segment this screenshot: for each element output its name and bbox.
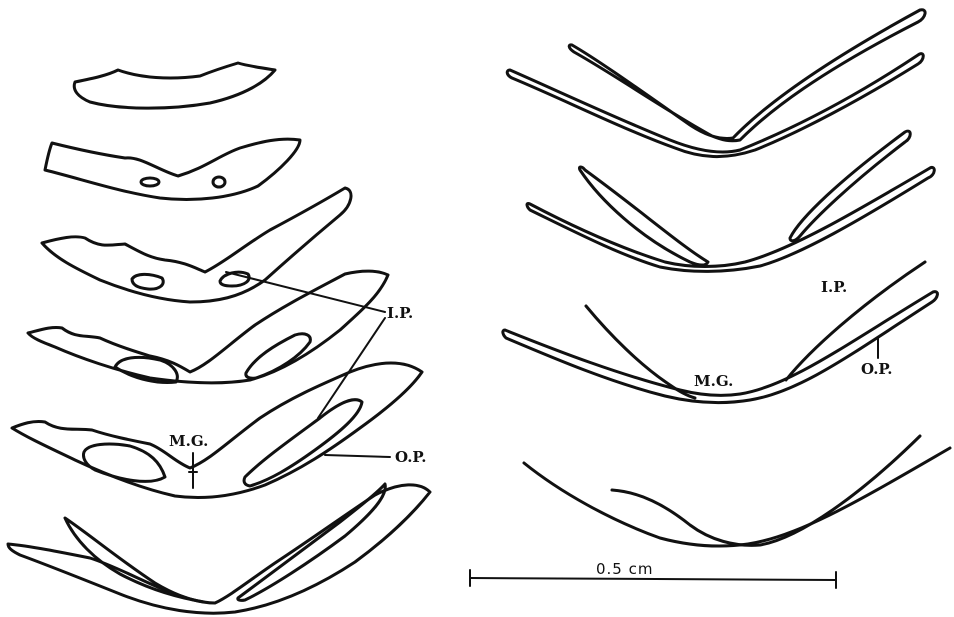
left-section-3	[42, 188, 351, 302]
ip-label-left: I.P.	[387, 304, 413, 322]
left-section-6	[8, 484, 430, 613]
op-label-left: O.P.	[395, 448, 426, 466]
right-section-4	[524, 436, 950, 546]
mg-label-right: M.G.	[694, 372, 733, 390]
ip-leader-line-upper	[226, 272, 385, 312]
op-label-right: O.P.	[861, 360, 892, 378]
left-section-4	[28, 271, 388, 383]
mg-label-left: M.G.	[169, 432, 208, 450]
scale-bar-line	[470, 578, 836, 580]
op-leader-line-left	[325, 455, 390, 457]
left-section-2	[45, 139, 300, 199]
right-section-1	[507, 10, 925, 157]
ip-label-right: I.P.	[821, 278, 847, 296]
scale-bar: 0.5 cm	[470, 560, 836, 588]
ip-leader-line-lower	[318, 318, 385, 418]
left-section-1	[74, 63, 275, 108]
scale-bar-label: 0.5 cm	[596, 560, 653, 578]
